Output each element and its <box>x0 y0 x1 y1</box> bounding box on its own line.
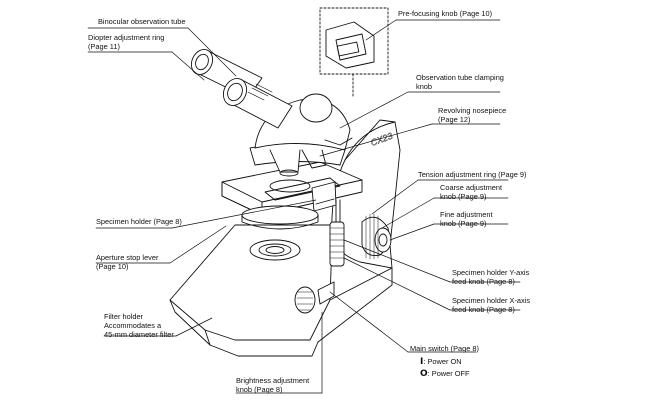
legend-off-row: O: Power OFF <box>420 368 470 380</box>
legend-off-text: : Power OFF <box>427 369 470 378</box>
label-line: Specimen holder X-axis <box>452 296 531 305</box>
label-tube-clamping-knob: Observation tube clamping knob <box>416 73 504 91</box>
label-line: Aperture stop lever <box>96 253 159 262</box>
label-line: Tension adjustment ring (Page 9) <box>418 170 527 179</box>
legend-on-text: : Power ON <box>423 357 462 366</box>
label-line: Specimen holder Y-axis <box>452 268 530 277</box>
label-aperture-lever: Aperture stop lever (Page 10) <box>96 253 158 271</box>
label-line: (Page 12) <box>438 115 471 124</box>
light-port <box>249 239 301 261</box>
power-on-icon: I <box>420 357 424 367</box>
label-line: Coarse adjustment <box>440 183 503 192</box>
main-switch-legend: I: Power ON O: Power OFF <box>420 356 470 380</box>
label-line: Diopter adjustment ring <box>88 33 165 42</box>
microscope-arm: CX23 <box>329 119 401 301</box>
label-line: feed knob (Page 8) <box>452 305 515 314</box>
label-line: feed knob (Page 8) <box>452 277 515 286</box>
label-line: knob (Page 8) <box>236 385 283 394</box>
label-line: knob (Page 9) <box>440 192 487 201</box>
label-line: (Page 11) <box>88 42 120 51</box>
label-diopter-ring: Diopter adjustment ring (Page 11) <box>88 33 164 51</box>
label-line: Accommodates a <box>104 321 162 330</box>
label-line: Brightness adjustment <box>236 376 310 385</box>
brightness-dial <box>294 281 335 314</box>
label-y-axis-knob: Specimen holder Y-axis feed knob (Page 8… <box>452 268 529 286</box>
prefocus-inset <box>319 7 389 97</box>
label-brightness-knob: Brightness adjustment knob (Page 8) <box>236 376 309 394</box>
label-line: Binocular observation tube <box>98 17 186 26</box>
label-specimen-holder: Specimen holder (Page 8) <box>96 217 182 226</box>
label-tension-ring: Tension adjustment ring (Page 9) <box>418 170 526 179</box>
label-fine-knob: Fine adjustment knob (Page 9) <box>440 210 493 228</box>
label-line: knob (Page 9) <box>440 219 487 228</box>
label-line: 45-mm diameter filter <box>104 330 174 339</box>
label-line: Pre-focusing knob (Page 10) <box>398 9 493 18</box>
label-line: Main switch (Page 8) <box>410 344 480 353</box>
label-prefocusing-knob: Pre-focusing knob (Page 10) <box>398 9 492 18</box>
focus-knobs <box>361 213 392 260</box>
eyepieces <box>190 49 293 129</box>
label-coarse-knob: Coarse adjustment knob (Page 9) <box>440 183 502 201</box>
label-line: knob <box>416 82 433 91</box>
power-off-icon: O <box>420 369 428 379</box>
stage-feed-knobs <box>329 199 345 267</box>
leader-lines <box>87 19 521 394</box>
label-line: Revolving nosepiece <box>438 106 507 115</box>
label-line: Observation tube clamping <box>416 73 504 82</box>
legend-on-row: I: Power ON <box>420 356 470 368</box>
label-line: Fine adjustment <box>440 210 493 219</box>
label-line: Specimen holder (Page 8) <box>96 217 182 226</box>
label-line: (Page 10) <box>96 262 129 271</box>
label-x-axis-knob: Specimen holder X-axis feed knob (Page 8… <box>452 296 530 314</box>
label-filter-holder: Filter holder Accommodates a 45-mm diame… <box>104 312 174 339</box>
label-revolving-nosepiece: Revolving nosepiece (Page 12) <box>438 106 506 124</box>
label-main-switch: Main switch (Page 8) <box>410 344 479 353</box>
label-binocular-tube: Binocular observation tube <box>98 17 186 26</box>
label-line: Filter holder <box>104 312 144 321</box>
